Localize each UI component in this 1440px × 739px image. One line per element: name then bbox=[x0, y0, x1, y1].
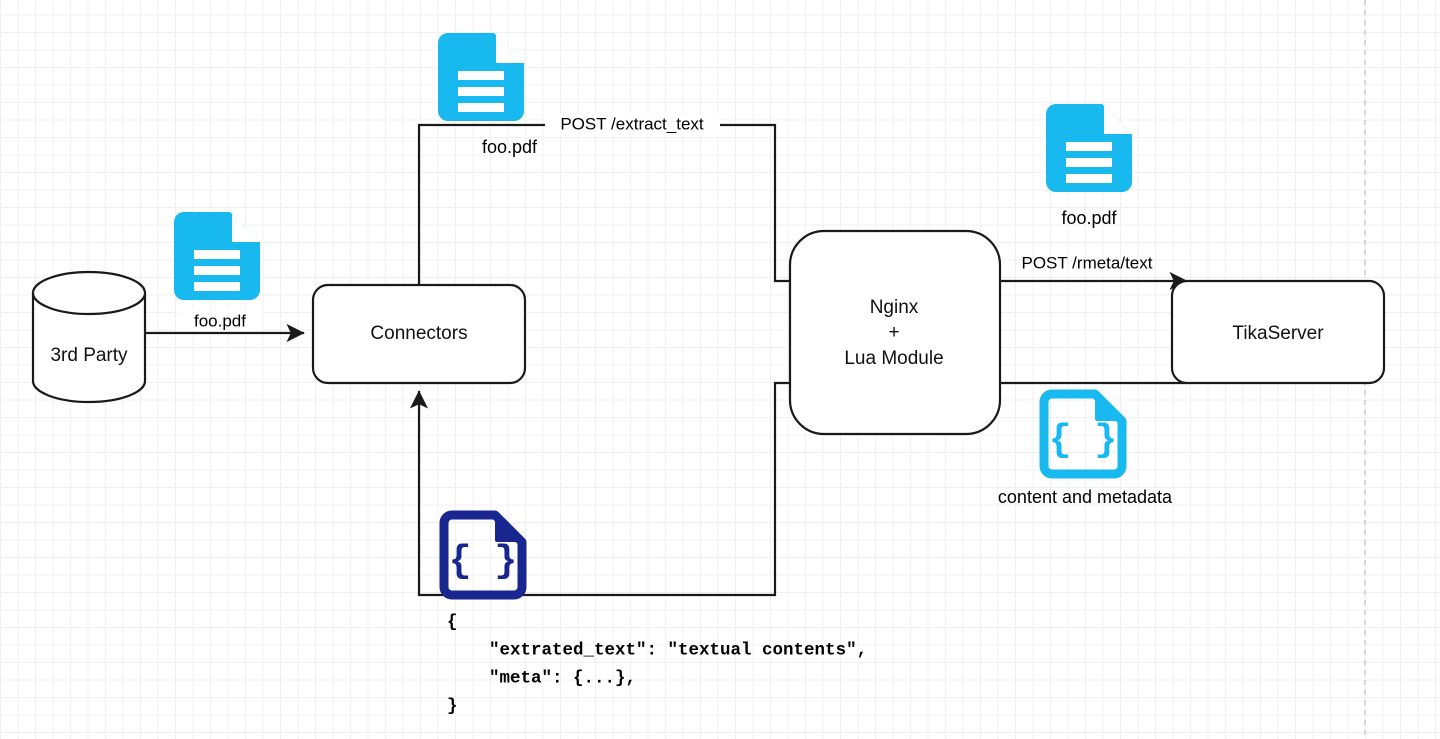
edge-connectors-to-nginx: POST /extract_text bbox=[417, 114, 792, 287]
document-icon-tika-caption: foo.pdf bbox=[1061, 208, 1117, 228]
node-tikaserver[interactable]: TikaServer bbox=[1170, 279, 1386, 385]
document-icon-source bbox=[174, 212, 260, 300]
json-document-icon-tika-caption: content and metadata bbox=[998, 487, 1173, 507]
edge-label-post-rmeta-text: POST /rmeta/text bbox=[1021, 253, 1152, 272]
code-line-2: "extrated_text": "textual contents", bbox=[447, 641, 867, 661]
node-label-connectors: Connectors bbox=[370, 323, 467, 344]
edge-label-post-extract-text: POST /extract_text bbox=[560, 114, 704, 133]
node-connectors[interactable]: Connectors bbox=[311, 283, 527, 385]
node-label-nginx-plus: + bbox=[888, 322, 899, 343]
svg-text:{ }: { } bbox=[1049, 419, 1117, 462]
node-label-nginx: Nginx bbox=[870, 297, 919, 318]
document-icon-upload-caption: foo.pdf bbox=[482, 137, 538, 157]
document-icon-upload: foo.pdf bbox=[438, 33, 538, 157]
node-label-tikaserver: TikaServer bbox=[1232, 323, 1324, 344]
node-nginx-lua-module[interactable]: Nginx + Lua Module bbox=[788, 229, 1002, 436]
code-line-1: { bbox=[447, 613, 458, 633]
document-icon-tika: foo.pdf bbox=[1046, 104, 1132, 228]
svg-text:{ }: { } bbox=[449, 540, 517, 583]
json-response-code-block: { "extrated_text": "textual contents", "… bbox=[447, 613, 867, 717]
code-line-4: } bbox=[447, 697, 458, 717]
node-third-party[interactable]: 3rd Party bbox=[31, 270, 147, 404]
edge-nginx-to-connectors bbox=[409, 381, 792, 597]
edge-label-foo-pdf-ingest: foo.pdf bbox=[194, 311, 246, 330]
node-label-third-party: 3rd Party bbox=[50, 345, 128, 366]
node-label-lua-module: Lua Module bbox=[844, 348, 943, 369]
edge-nginx-to-tikaserver: POST /rmeta/text bbox=[998, 253, 1188, 291]
json-document-icon-tika: { } content and metadata bbox=[998, 389, 1173, 507]
json-document-icon-response: { } bbox=[439, 510, 527, 600]
code-line-3: "meta": {...}, bbox=[447, 669, 636, 689]
edge-third-party-to-connectors: foo.pdf bbox=[144, 309, 305, 343]
